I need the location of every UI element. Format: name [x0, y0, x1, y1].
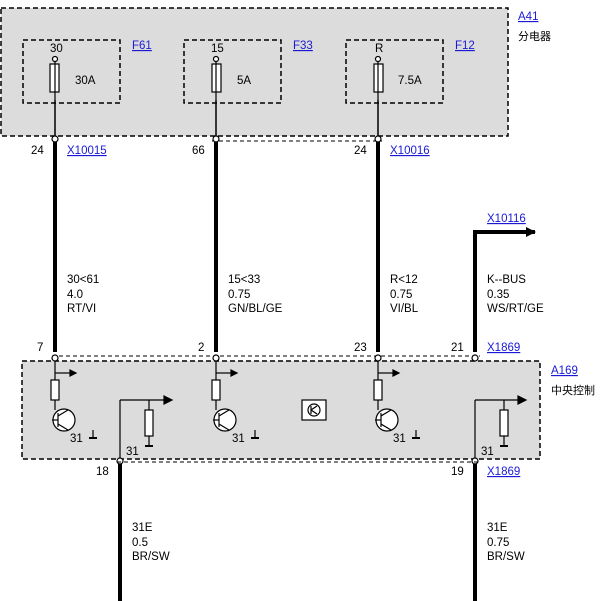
wire-31e-right-gauge: 0.75	[487, 537, 509, 549]
connector-x1869-top-link[interactable]: X1869	[487, 342, 520, 354]
fuse-f12-link[interactable]: F12	[455, 40, 475, 52]
ground-label-2: 31	[126, 446, 139, 458]
wire-r-color: VI/BL	[390, 303, 419, 315]
distributor-ref-link[interactable]: A41	[518, 11, 538, 23]
fuse-f33-terminal: 15	[211, 43, 224, 55]
fuse-f61-link[interactable]: F61	[132, 40, 152, 52]
ground-circuit-1	[119, 395, 174, 461]
module-name: 中央控制	[551, 383, 595, 397]
upper-pin-2: 66	[192, 145, 205, 157]
ground-label-3: 31	[232, 433, 245, 445]
module-pin-top-2: 2	[198, 342, 204, 354]
upper-pin-3: 24	[354, 145, 367, 157]
ground-label-4: 31	[393, 433, 406, 445]
ground-label-5: 31	[481, 446, 494, 458]
module-pin-top-1: 7	[37, 342, 43, 354]
input-stage-1	[50, 361, 97, 439]
wire-15-gauge: 0.75	[228, 289, 250, 301]
module-ref-link[interactable]: A169	[551, 365, 578, 377]
module-pin-top-3: 23	[354, 342, 367, 354]
fuse-f33-rating: 5A	[237, 75, 251, 87]
wire-15-color: GN/BL/GE	[228, 303, 283, 315]
wire-31e-left-signal: 31E	[132, 522, 153, 534]
wire-31e-left-color: BR/SW	[132, 551, 170, 563]
distributor-box	[0, 7, 509, 137]
fuse-f33: 15 5A	[183, 39, 282, 104]
control-unit-icon	[301, 399, 327, 421]
distributor-name: 分电器	[518, 30, 551, 43]
connector-x10015-link[interactable]: X10015	[67, 145, 107, 157]
fuse-f12-terminal: R	[375, 43, 383, 55]
wire-30-gauge: 4.0	[67, 289, 83, 301]
fuse-f12-rating: 7.5A	[398, 75, 422, 87]
wire-31e-left-gauge: 0.5	[132, 537, 148, 549]
module-pin-top-4: 21	[451, 342, 464, 354]
wire-31e-right-color: BR/SW	[487, 551, 525, 563]
fuse-f12: R 7.5A	[345, 39, 444, 104]
connector-x1869-bottom-link[interactable]: X1869	[487, 466, 520, 478]
connector-x10116-link[interactable]: X10116	[487, 213, 526, 225]
wire-15-signal: 15<33	[228, 274, 260, 286]
wire-r-gauge: 0.75	[390, 289, 412, 301]
wire-kbus-signal: K--BUS	[487, 274, 526, 286]
fuse-f61-rating: 30A	[75, 75, 96, 87]
wire-30-color: RT/VI	[67, 303, 96, 315]
wire-kbus-color: WS/RT/GE	[487, 303, 544, 315]
wire-r-signal: R<12	[390, 274, 418, 286]
wire-30-signal: 30<61	[67, 274, 99, 286]
input-stage-2	[211, 361, 259, 439]
connector-x10016-link[interactable]: X10016	[390, 145, 430, 157]
module-box	[21, 360, 541, 460]
module-pin-bottom-2: 19	[451, 466, 464, 478]
fuse-f61: 30 30A	[22, 39, 121, 104]
upper-pin-1: 24	[31, 145, 44, 157]
input-stage-3	[373, 361, 420, 439]
wire-kbus-gauge: 0.35	[487, 289, 509, 301]
wire-31e-right-signal: 31E	[487, 522, 508, 534]
fuse-f33-ref-link[interactable]: F33	[293, 40, 313, 52]
ground-circuit-2	[474, 395, 528, 461]
fuse-f61-terminal: 30	[50, 43, 63, 55]
ground-label-1: 31	[70, 433, 83, 445]
module-pin-bottom-1: 18	[96, 466, 109, 478]
